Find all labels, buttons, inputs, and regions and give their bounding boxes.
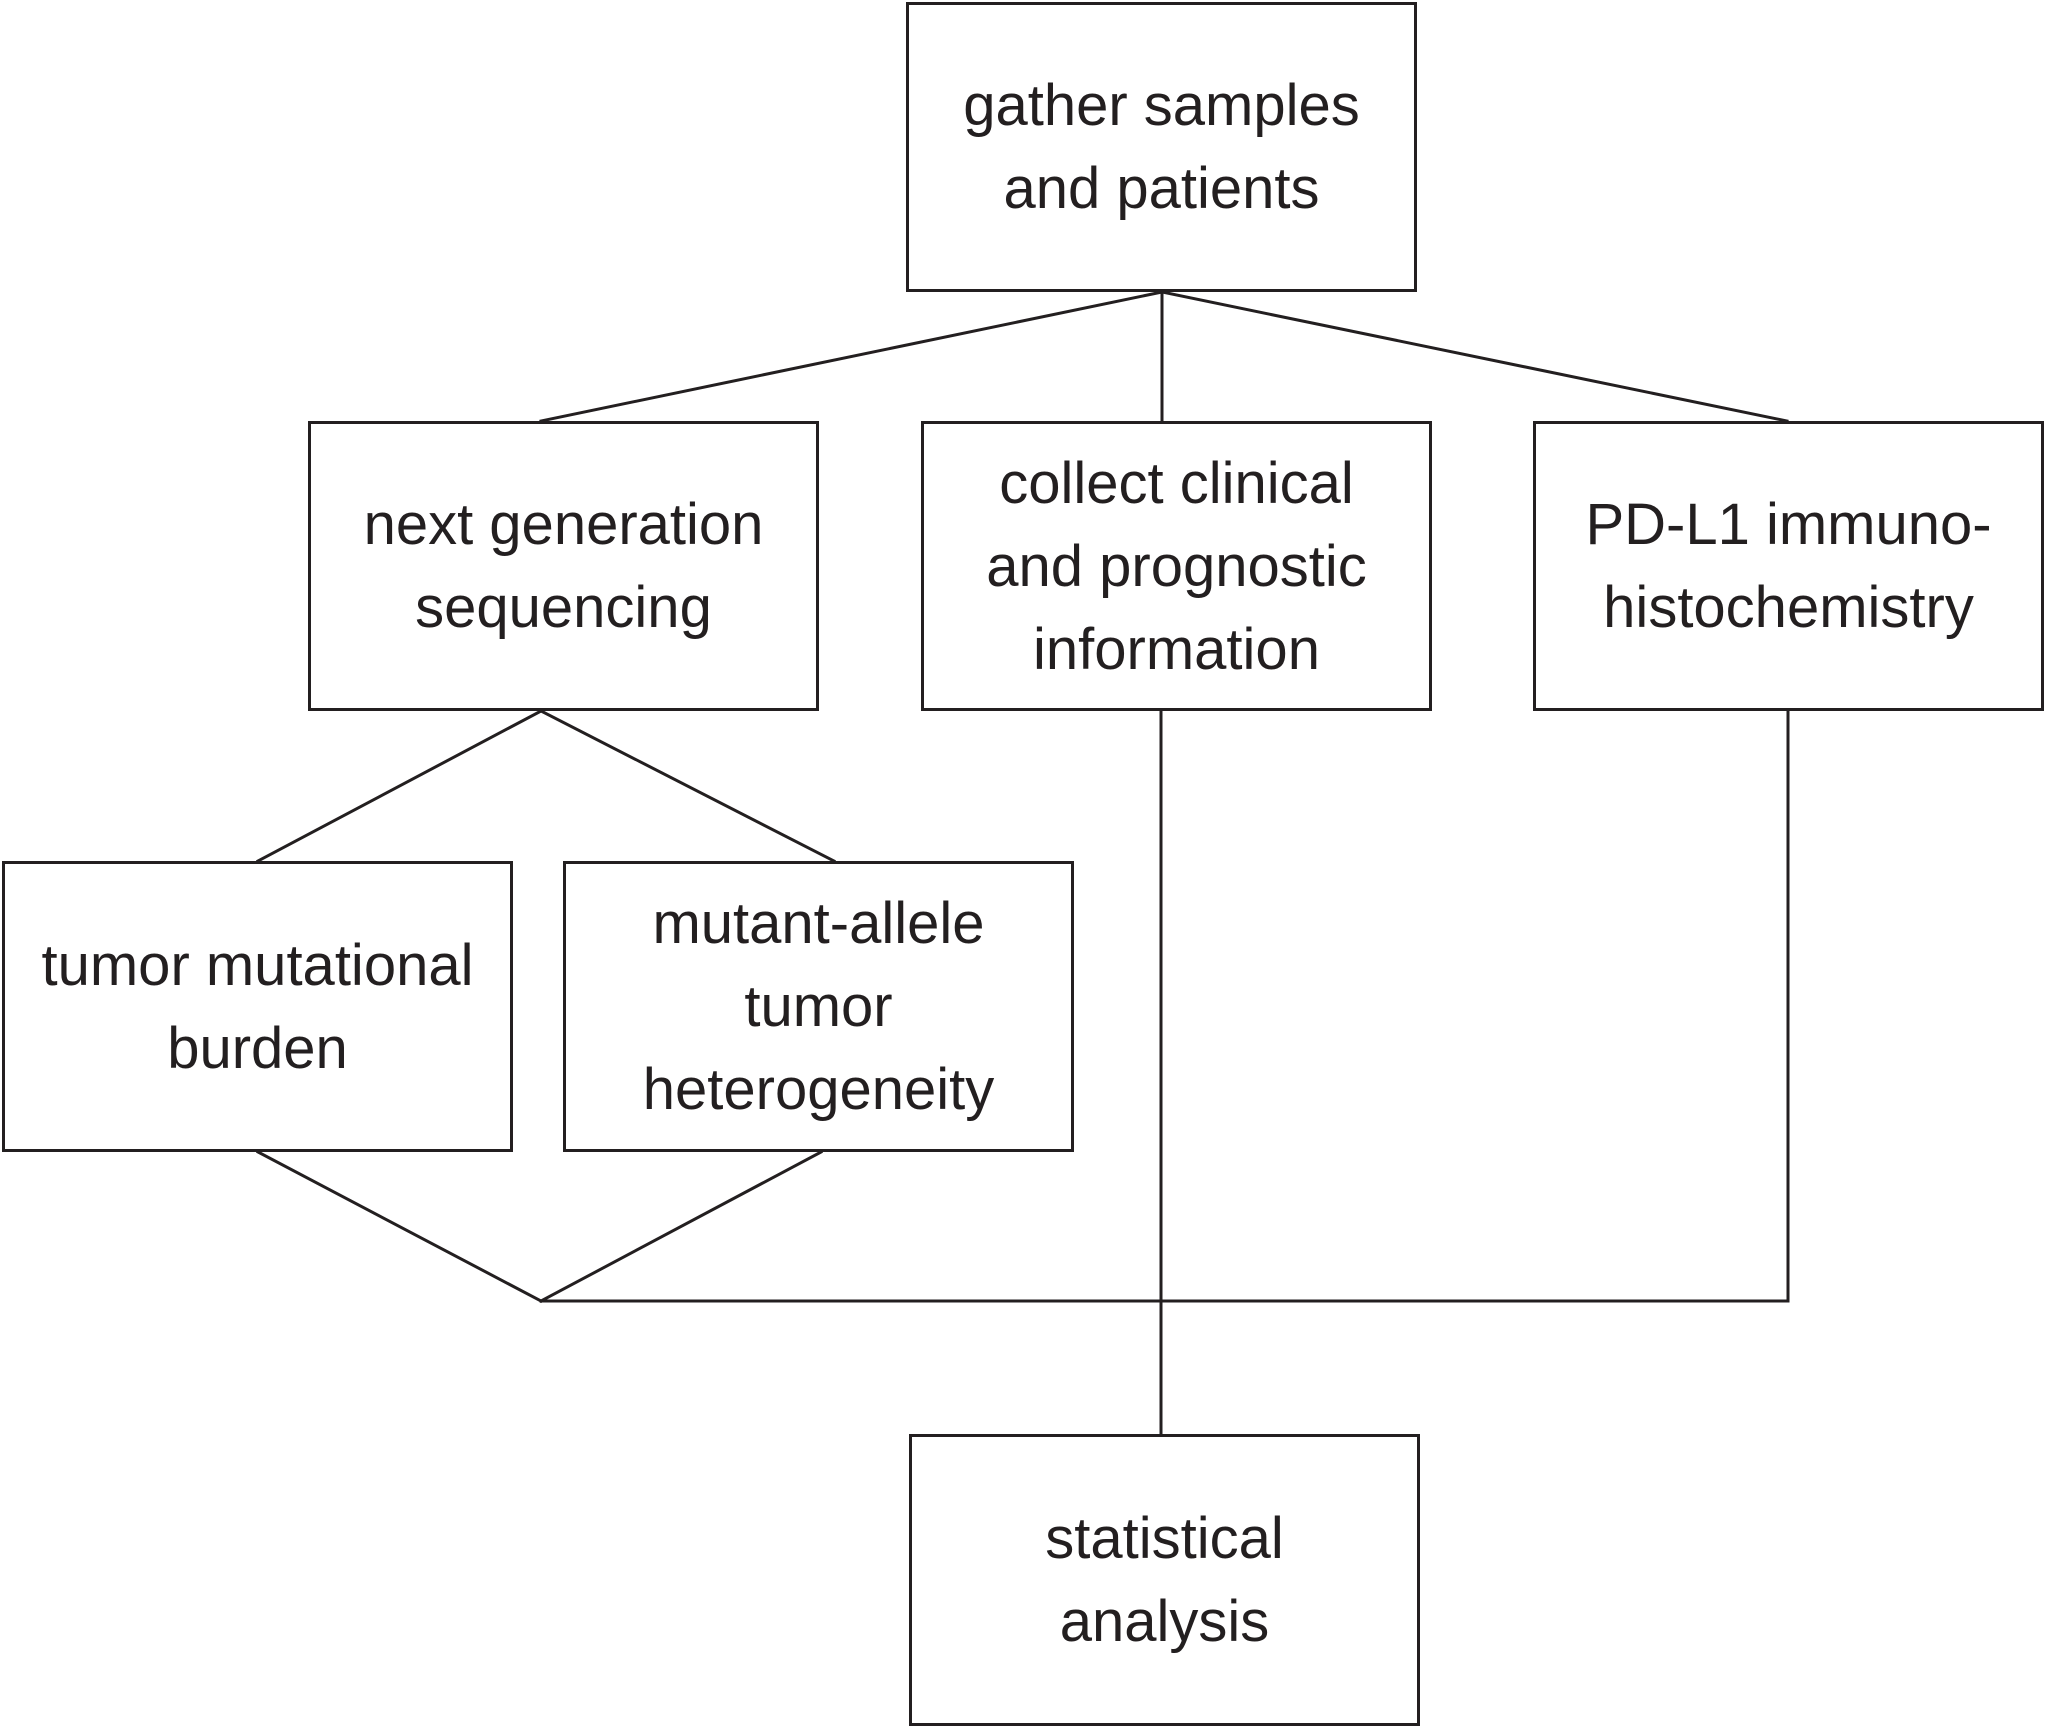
edge-gather-to-ngs [539,290,1164,423]
node-tumor-mutational-burden-label: tumor mutational burden [41,932,474,1081]
edge-tmb-to-merge [255,1149,544,1304]
node-next-generation-sequencing-label: next generation sequencing [363,492,764,640]
node-mutant-allele-tumor-heterogeneity-label: mutant-allele tumor heterogeneity [642,891,995,1122]
node-next-generation-sequencing: next generation sequencing [308,421,819,711]
node-statistical-analysis: statistical analysis [909,1434,1420,1726]
edge-ngs-to-math [538,708,837,864]
node-mutant-allele-tumor-heterogeneity: mutant-allele tumor heterogeneity [563,861,1074,1152]
node-collect-clinical-information: collect clinical and prognostic informat… [921,421,1432,711]
edge-math-to-merge [538,1149,824,1304]
node-gather-samples: gather samples and patients [906,2,1417,292]
edge-ngs-to-tmb [255,708,544,864]
edge-gather-to-pdl1 [1160,290,1789,423]
node-collect-clinical-information-label: collect clinical and prognostic informat… [986,450,1367,682]
node-pd-l1-immunohistochemistry-label: PD-L1 immuno- histochemistry [1585,492,1992,640]
node-gather-samples-label: gather samples and patients [963,73,1360,221]
node-statistical-analysis-label: statistical analysis [1045,1506,1284,1654]
node-tumor-mutational-burden: tumor mutational burden [2,861,513,1152]
node-pd-l1-immunohistochemistry: PD-L1 immuno- histochemistry [1533,421,2044,711]
